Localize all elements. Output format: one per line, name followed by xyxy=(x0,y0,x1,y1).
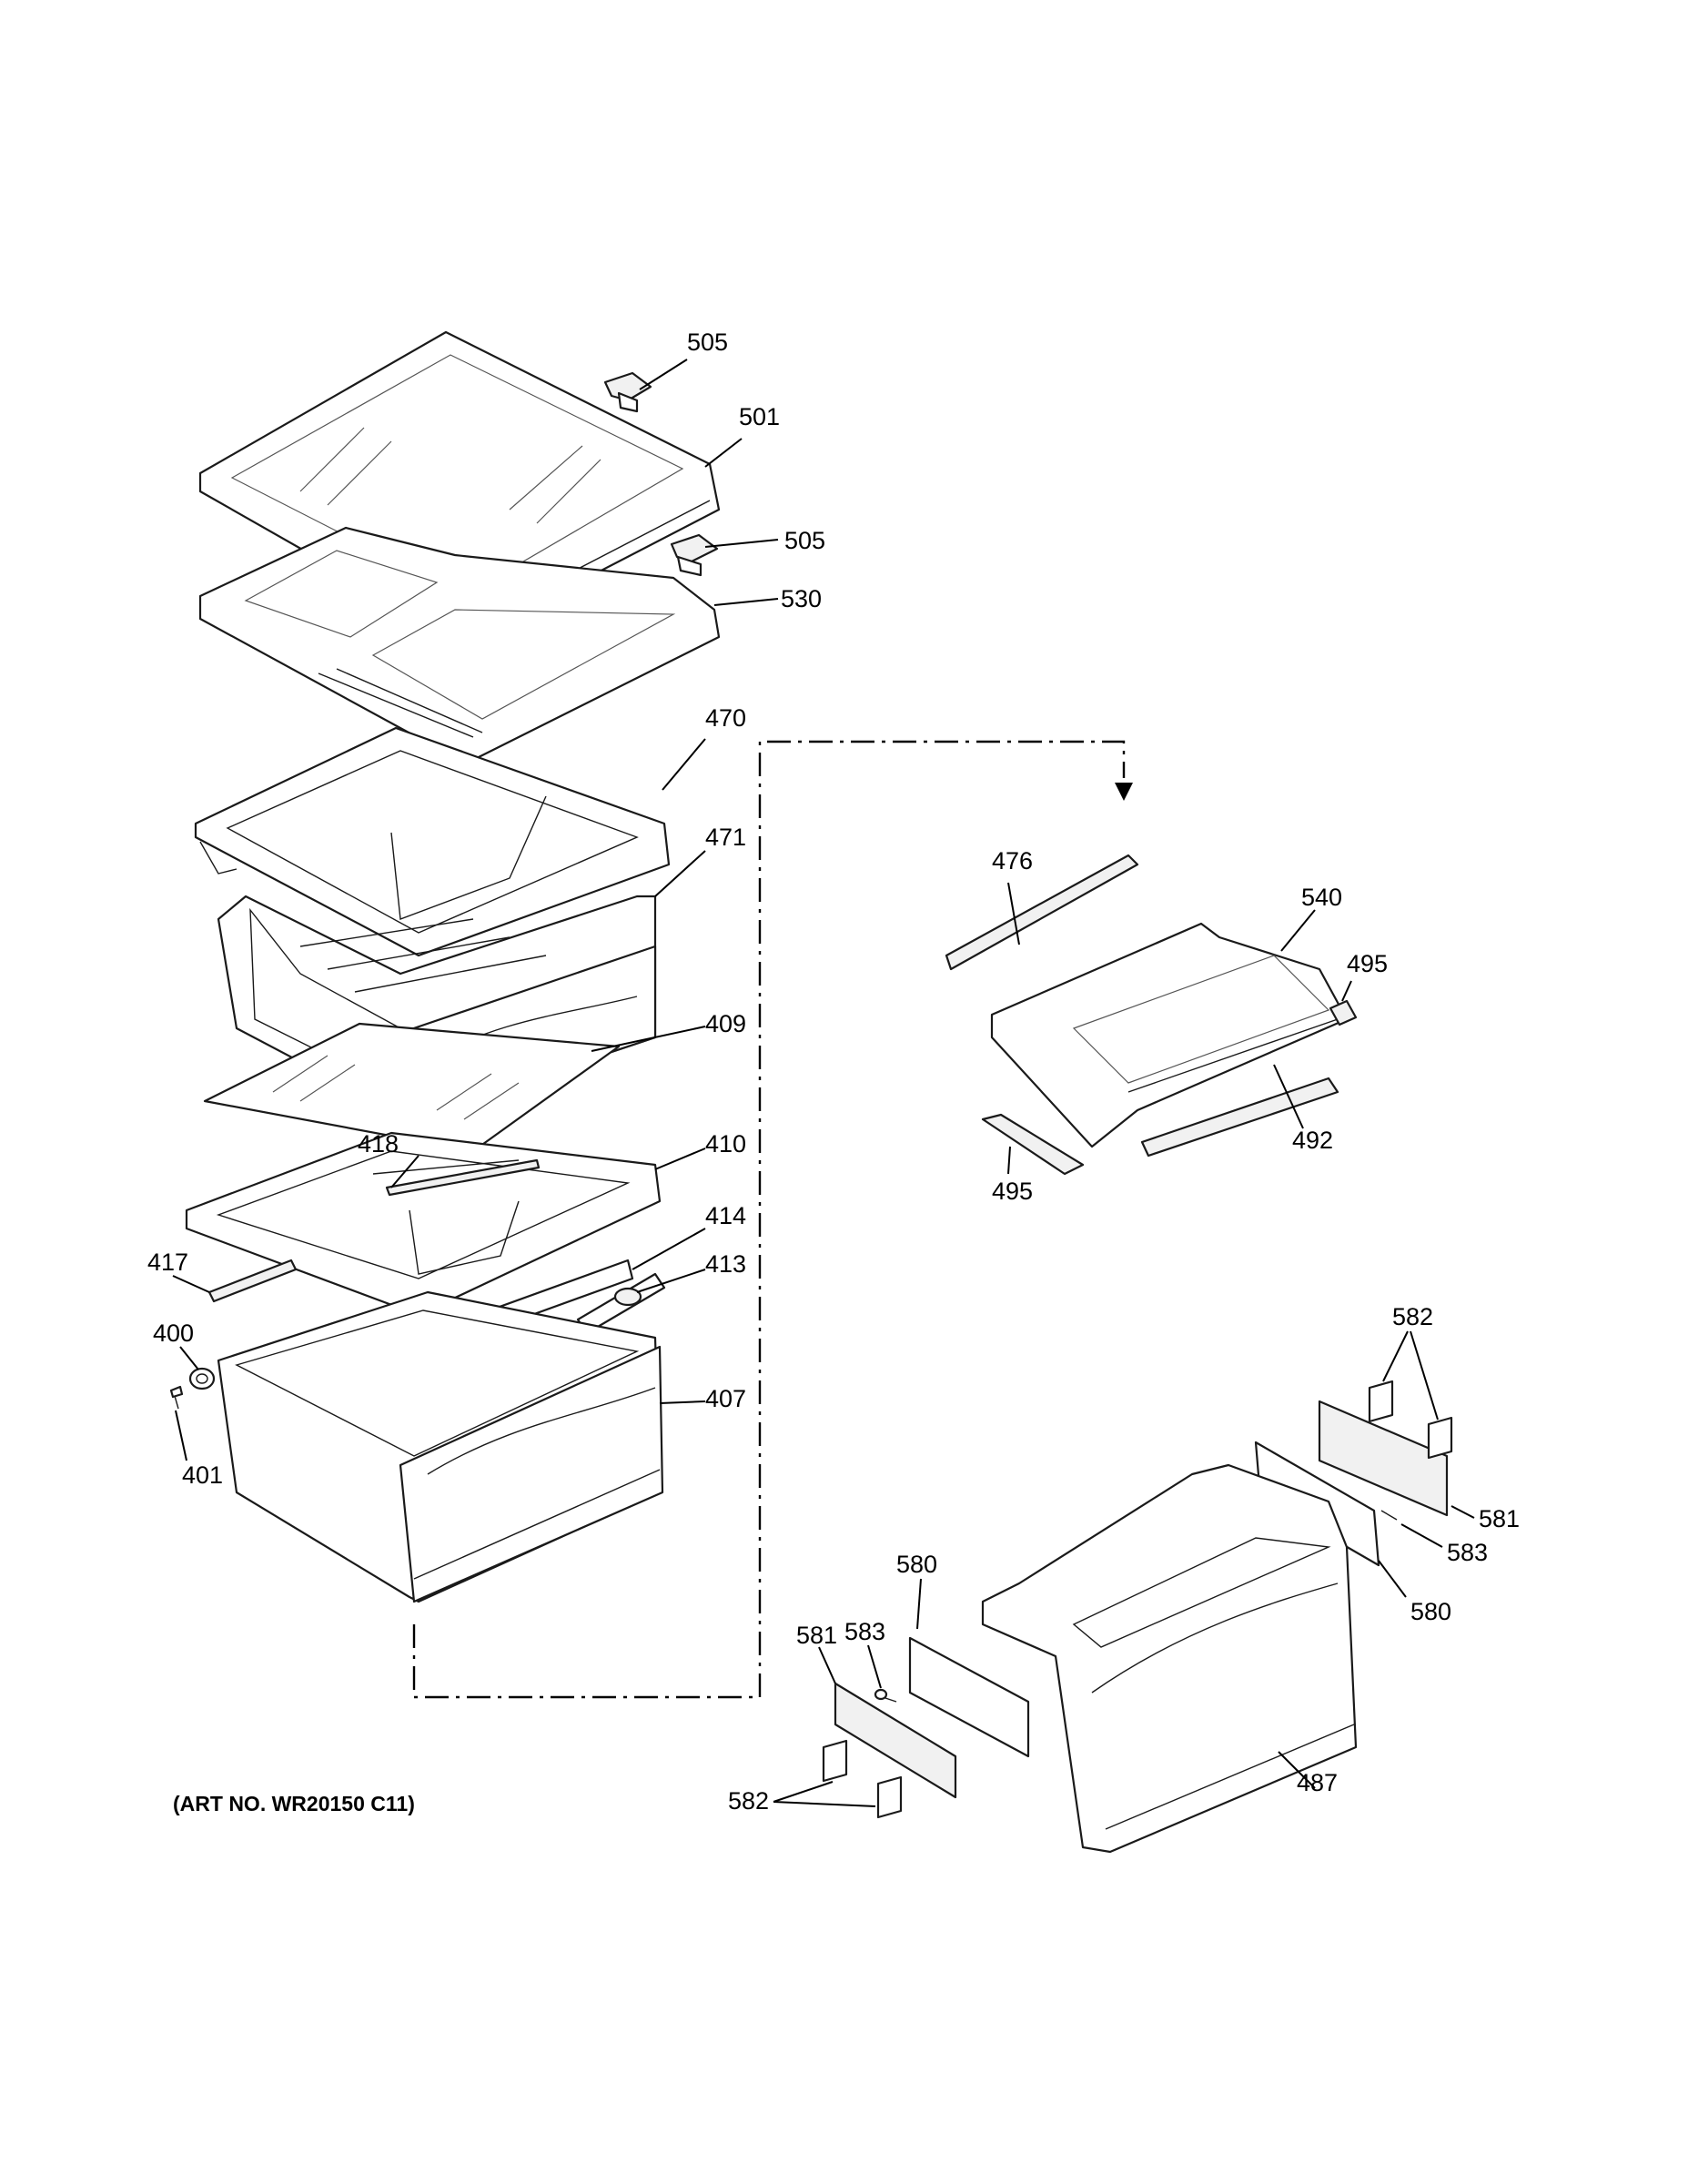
callout-581-upper: 581 xyxy=(1479,1505,1520,1532)
callout-414: 414 xyxy=(705,1202,746,1229)
screw-583-upper xyxy=(1380,1510,1398,1521)
strip-476 xyxy=(945,854,1139,971)
callout-476: 476 xyxy=(992,847,1033,875)
bracket-581-lower xyxy=(834,1682,957,1799)
callout-495-right: 495 xyxy=(1347,950,1388,977)
callout-580-upper: 580 xyxy=(1410,1598,1451,1625)
block-582-lower-b xyxy=(876,1775,903,1819)
rail-417 xyxy=(207,1259,298,1303)
block-582-upper-a xyxy=(1368,1380,1394,1423)
wheel-400 xyxy=(188,1367,216,1390)
callout-501: 501 xyxy=(739,403,780,430)
glass-panel-409 xyxy=(203,1022,621,1153)
shelf-frame-530 xyxy=(198,526,721,762)
drawer-487 xyxy=(981,1463,1358,1854)
clip-505-lower xyxy=(670,533,719,577)
flow-arrowhead xyxy=(1115,783,1133,801)
callout-400: 400 xyxy=(153,1320,194,1347)
callout-401: 401 xyxy=(182,1461,223,1489)
pad-495-right xyxy=(1329,999,1358,1026)
callout-470: 470 xyxy=(705,704,746,732)
drawer-407 xyxy=(217,1290,664,1603)
callout-540: 540 xyxy=(1301,884,1342,911)
callout-582-lower: 582 xyxy=(728,1787,769,1815)
crisper-cover-410 xyxy=(185,1131,662,1317)
callout-583-upper: 583 xyxy=(1447,1539,1488,1566)
block-582-upper-b xyxy=(1427,1416,1453,1460)
callout-495-left: 495 xyxy=(992,1178,1033,1205)
assembly-flow-line xyxy=(412,740,1126,1699)
callout-505-upper: 505 xyxy=(687,329,728,356)
pad-495-left xyxy=(981,1113,1085,1176)
callout-580-lower: 580 xyxy=(896,1551,937,1578)
callout-582-upper: 582 xyxy=(1392,1303,1433,1330)
rod-418 xyxy=(385,1158,541,1197)
callout-492: 492 xyxy=(1292,1127,1333,1154)
callout-410: 410 xyxy=(705,1130,746,1158)
callout-417: 417 xyxy=(147,1249,188,1276)
callout-471: 471 xyxy=(705,824,746,851)
callout-581-lower: 581 xyxy=(796,1622,837,1649)
callout-409: 409 xyxy=(705,1010,746,1037)
bracket-581-upper xyxy=(1318,1400,1449,1517)
leader-lines xyxy=(172,359,1475,1807)
screw-583-lower xyxy=(874,1688,897,1703)
callout-505-lower: 505 xyxy=(784,527,825,554)
callout-487: 487 xyxy=(1297,1769,1338,1796)
art-number: (ART NO. WR20150 C11) xyxy=(173,1792,415,1815)
clip-505-upper xyxy=(603,371,652,413)
screw-401 xyxy=(169,1385,184,1410)
slide-580-lower xyxy=(908,1636,1030,1758)
cover-540 xyxy=(990,922,1349,1148)
callout-413: 413 xyxy=(705,1250,746,1278)
crisper-cover-470 xyxy=(194,726,671,957)
callout-530: 530 xyxy=(781,585,822,612)
callout-418: 418 xyxy=(358,1130,399,1158)
callout-583-lower: 583 xyxy=(844,1618,885,1645)
block-582-lower-a xyxy=(822,1739,848,1783)
callout-407: 407 xyxy=(705,1385,746,1412)
